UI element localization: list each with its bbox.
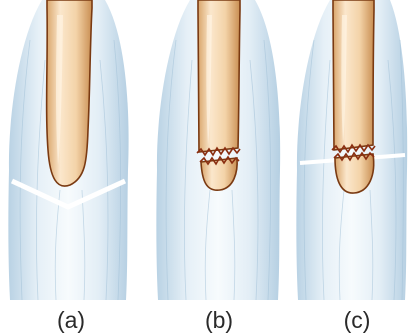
panel-a <box>8 0 128 300</box>
panel-label-a: (a) <box>57 307 85 333</box>
bone-shaft <box>198 0 240 152</box>
bone-shaft <box>333 0 374 150</box>
panel-label-b: (b) <box>205 307 233 333</box>
panel-c <box>296 0 407 300</box>
panel-label-c: (c) <box>344 307 371 333</box>
panel-b <box>156 0 280 300</box>
bone-shaft <box>47 0 92 186</box>
